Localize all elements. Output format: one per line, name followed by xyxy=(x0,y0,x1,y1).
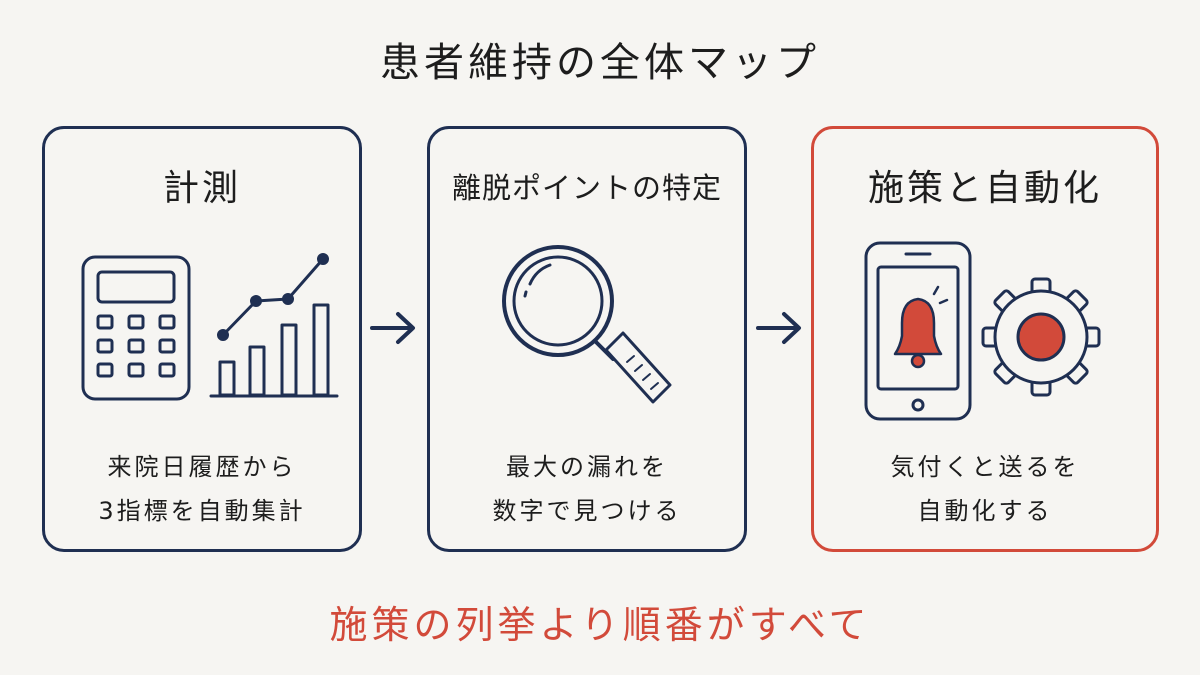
smartphone-icon xyxy=(864,241,972,421)
arrow-right-icon xyxy=(370,312,415,344)
step-title-automation: 施策と自動化 xyxy=(867,168,1102,209)
step-card-identify-dropoff: 離脱ポイントの特定 最大の漏れを 数字で見つける xyxy=(427,126,747,552)
step-title-measurement: 計測 xyxy=(162,168,241,209)
step-card-automation: 施策と自動化 xyxy=(811,126,1159,552)
arrow-right-icon xyxy=(756,312,801,344)
measurement-illustration xyxy=(81,253,339,401)
bar-chart-icon xyxy=(209,253,339,398)
step-description-identify-dropoff: 最大の漏れを 数字で見つける xyxy=(492,453,682,525)
magnifier-icon xyxy=(502,245,672,404)
calculator-icon xyxy=(81,255,191,401)
page-title: 患者維持の全体マップ xyxy=(380,40,820,86)
step-description-automation: 気付くと送るを 自動化する xyxy=(890,453,1080,525)
automation-illustration xyxy=(864,241,1101,421)
identify-illustration xyxy=(502,245,672,404)
step-description-measurement: 来院日履歴から 3指標を自動集計 xyxy=(98,453,306,525)
bell-icon xyxy=(893,285,949,369)
step-title-identify-dropoff: 離脱ポイントの特定 xyxy=(451,171,722,205)
gear-icon xyxy=(981,277,1101,397)
step-card-measurement: 計測 来院日履歴から 3指標を自 xyxy=(42,126,362,552)
footer-message: 施策の列挙より順番がすべて xyxy=(329,603,871,647)
